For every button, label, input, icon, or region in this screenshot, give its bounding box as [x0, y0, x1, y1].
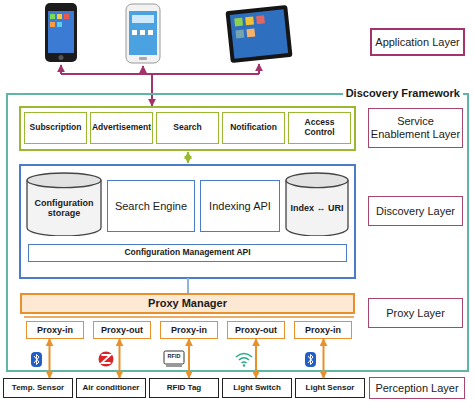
node-text: Indexing API [209, 200, 271, 213]
node-text: Light Sensor [306, 383, 355, 392]
device-box: Light Switch [222, 378, 292, 398]
node-text: Search Engine [115, 200, 187, 213]
node-text: Proxy-out [101, 325, 143, 335]
link-arrow [49, 339, 51, 378]
proxy-box: Proxy-in [26, 321, 84, 339]
node-text: Search [173, 123, 201, 133]
service-box: Subscription [24, 112, 87, 144]
bluetooth-icon [305, 352, 316, 367]
layer-label: Application Layer [370, 28, 465, 56]
proxy-box: Proxy-in [294, 321, 352, 339]
zigbee-icon [99, 352, 114, 367]
proxy-box: Proxy-out [93, 321, 151, 339]
proxy-box: Proxy-out [227, 321, 285, 339]
app-arrows [61, 64, 259, 106]
node-text: RFID Tag [167, 383, 202, 392]
process-box: Indexing API [200, 180, 280, 232]
link-arrow [255, 339, 257, 378]
node-text: Proxy-in [37, 325, 73, 335]
link-arrow [119, 339, 121, 378]
node-text: Proxy Layer [386, 307, 445, 320]
node-text: Access Control [289, 118, 350, 138]
proxy-bus [24, 316, 354, 318]
bluetooth-icon [31, 352, 42, 367]
node-text: Proxy-in [171, 325, 207, 335]
band-link [187, 278, 189, 293]
service-box: Notification [222, 112, 285, 144]
service-box: Access Control [288, 112, 351, 144]
service-band [20, 107, 355, 150]
band-arrow [187, 152, 189, 163]
storage-cylinder: Configuration storage [26, 172, 102, 236]
node-text: Perception Layer [375, 382, 458, 395]
proxy-box: Proxy-in [160, 321, 218, 339]
service-box: Search [156, 112, 219, 144]
layer-label: Discovery Layer [368, 196, 463, 226]
node-text: Application Layer [375, 36, 459, 49]
node-text: Service Enablement Layer [369, 115, 462, 140]
wifi-icon [236, 354, 252, 367]
node-text: Air conditioner [83, 383, 140, 392]
node-text: Light Switch [233, 383, 281, 392]
device-box: Light Sensor [295, 378, 365, 398]
node-text: Notification [230, 123, 277, 133]
smartphone-icon [126, 4, 160, 63]
layer-label: Perception Layer [369, 377, 465, 399]
device-box: Temp. Sensor [3, 378, 73, 398]
node-text: Temp. Sensor [12, 383, 64, 392]
node-text: Proxy Manager [148, 297, 227, 310]
link-arrow [188, 339, 190, 378]
layer-label: Proxy Layer [368, 298, 463, 328]
node-text: Configuration storage [26, 198, 102, 219]
node-text: Subscription [30, 123, 82, 133]
node-text: Configuration Management API [124, 248, 250, 258]
tablet-icon [225, 5, 292, 63]
storage-cylinder: Index ↔ URI [285, 172, 349, 236]
node-text: Discovery Framework [343, 87, 463, 100]
rfid-icon [164, 351, 184, 366]
node-text: Advertisement [92, 123, 151, 133]
node-text: Index ↔ URI [290, 203, 343, 213]
device-box: RFID Tag [149, 378, 219, 398]
service-box: Advertisement [90, 112, 153, 144]
api-bar: Configuration Management API [28, 244, 347, 262]
framework-box: Discovery FrameworkSubscriptionAdvertise… [6, 93, 469, 372]
node-text: Proxy-out [235, 325, 277, 335]
smartphone-icon [45, 3, 77, 62]
device-box: Air conditioner [76, 378, 146, 398]
manager-box: Proxy Manager [20, 293, 355, 314]
discovery-band [20, 165, 355, 278]
node-text: Proxy-in [305, 325, 341, 335]
node-text: Discovery Layer [376, 205, 455, 218]
link-arrow [323, 339, 325, 378]
icon-label: RFID [164, 354, 184, 360]
layer-label: Service Enablement Layer [368, 108, 463, 148]
process-box: Search Engine [107, 180, 195, 232]
